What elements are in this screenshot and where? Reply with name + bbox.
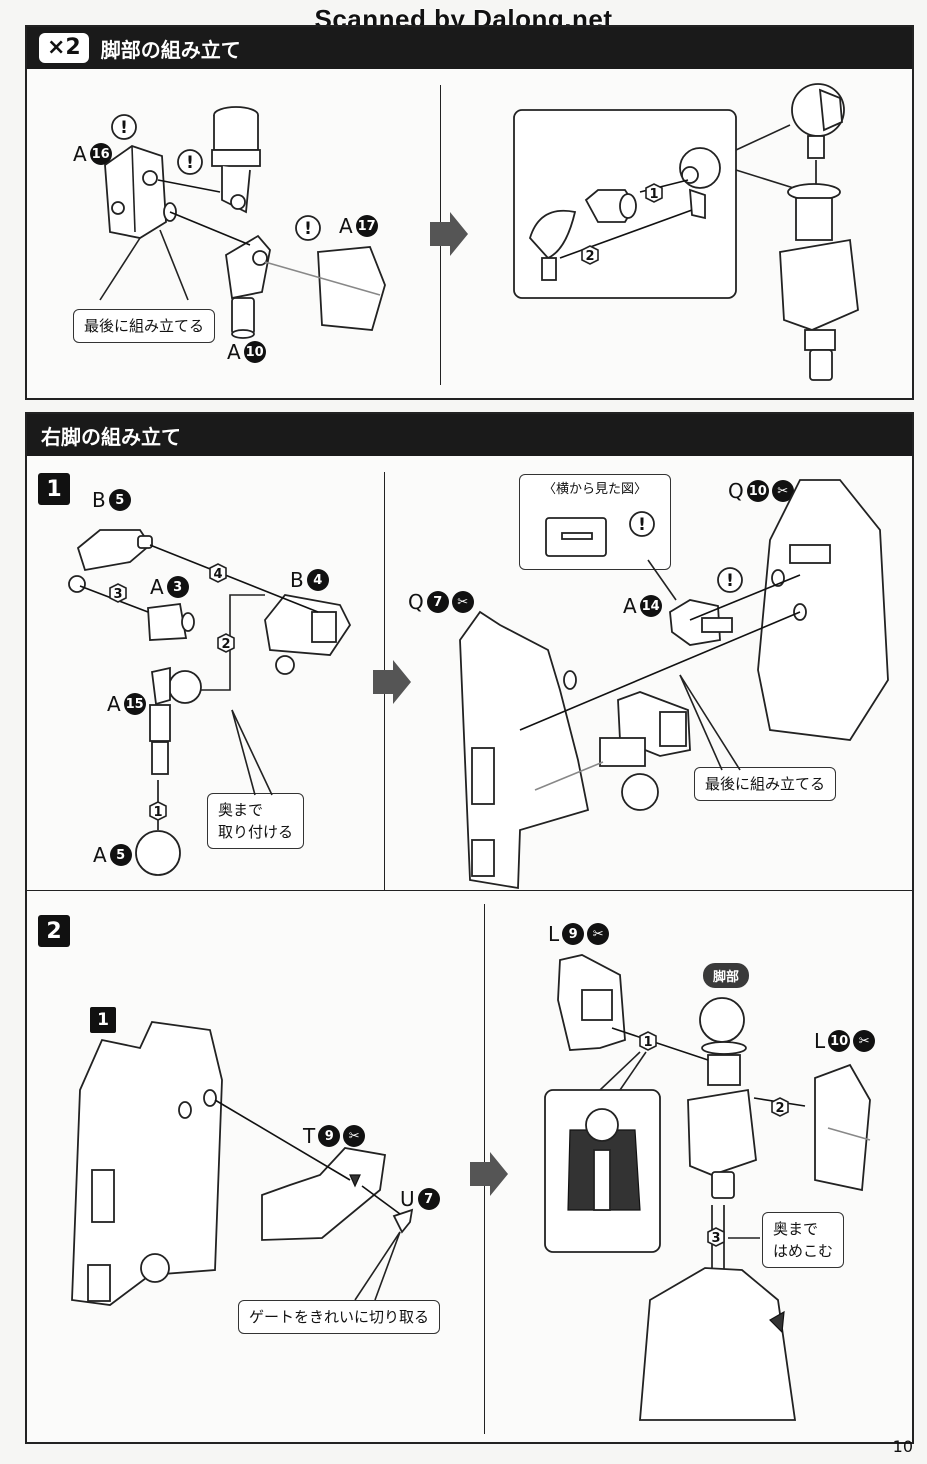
sub-reference-1: 1: [90, 1007, 116, 1033]
part-q10-illustration: [757, 479, 889, 741]
section-leg-assembly: ×2 脚部の組み立て A16 A13 A17 A10 最後に組み立てる A11 …: [25, 25, 914, 400]
note-insert-fully: 奥まで 取り付ける: [207, 793, 305, 849]
svg-text:1: 1: [649, 187, 658, 202]
step-number-2: 2: [38, 915, 70, 947]
section-title: 右脚の組み立て: [41, 424, 181, 449]
step-hex-2: 2: [581, 245, 599, 265]
part-t9-illustration: [261, 1147, 387, 1241]
reference-assembly-illustration: [71, 1021, 223, 1306]
part-b5-illustration: [68, 529, 153, 593]
arrow-right-icon: [470, 1152, 508, 1196]
arrow-right-icon: [430, 212, 468, 256]
page-number: 10: [892, 1437, 913, 1456]
svg-text:4: 4: [213, 567, 222, 582]
exclamation-icon: !: [111, 114, 137, 140]
part-l10-illustration: [814, 1063, 871, 1192]
note-press-fully: 奥まで はめこむ: [762, 1212, 845, 1268]
part-a12-illustration: [528, 209, 577, 281]
cutter-icon: ✂: [343, 1125, 366, 1147]
part-q7-illustration: [459, 610, 590, 890]
svg-text:!: !: [186, 153, 194, 173]
multiplier-badge: ×2: [39, 33, 89, 63]
cutter-icon: ✂: [587, 923, 610, 945]
svg-text:1: 1: [153, 805, 162, 820]
step-hex-3: 3: [707, 1227, 725, 1247]
svg-text:!: !: [638, 515, 646, 535]
cutter-icon: ✂: [451, 591, 474, 613]
step-hex-3: 3: [109, 583, 127, 603]
section-title: 脚部の組み立て: [100, 37, 241, 62]
svg-text:2: 2: [775, 1101, 784, 1116]
svg-text:!: !: [726, 571, 734, 591]
note-assemble-last: 最後に組み立てる: [694, 767, 837, 801]
part-b4-illustration: [264, 594, 352, 675]
part-a14-illustration: [669, 599, 733, 646]
part-a15-illustration: [149, 666, 202, 775]
arrow-right-icon: [373, 660, 411, 704]
part-a3-illustration: [147, 603, 195, 641]
step-hex-1: 1: [645, 183, 663, 203]
svg-text:2: 2: [221, 637, 230, 652]
exclamation-icon: !: [629, 511, 655, 537]
side-view-label: 〈横から見た図〉: [542, 482, 647, 497]
step-separator: [27, 890, 912, 891]
svg-text:1: 1: [643, 1035, 652, 1050]
cutter-icon: ✂: [853, 1030, 876, 1052]
note-cut-gate: ゲートをきれいに切り取る: [238, 1300, 441, 1334]
step-hex-2: 2: [771, 1097, 789, 1117]
svg-text:3: 3: [113, 587, 122, 602]
step-hex-1: 1: [149, 801, 167, 821]
exclamation-icon: !: [177, 149, 203, 175]
section-header: ×2 脚部の組み立て: [27, 27, 912, 69]
assembled-leg-illustration: [779, 83, 859, 381]
part-a16-illustration: [104, 145, 177, 239]
step-hex-1: 1: [639, 1031, 657, 1051]
part-a10-illustration: [225, 234, 271, 339]
cutter-icon: ✂: [771, 480, 794, 502]
part-a13-illustration: [211, 106, 261, 214]
svg-text:3: 3: [711, 1231, 720, 1246]
part-a11-illustration: [679, 147, 721, 220]
leg-part-tag: 脚部: [703, 963, 750, 988]
part-b-subassembly-illustration: [599, 691, 691, 811]
step-number-1: 1: [38, 473, 70, 505]
note-assemble-last: 最後に組み立てる: [73, 309, 216, 343]
step-hex-2: 2: [217, 633, 235, 653]
section-header: 右脚の組み立て: [27, 414, 912, 456]
part-l9-illustration: [557, 954, 626, 1051]
exclamation-icon: !: [295, 215, 321, 241]
leg-assembly-illustration: [687, 997, 757, 1199]
part-u7-illustration: [392, 1208, 414, 1234]
svg-text:!: !: [304, 219, 312, 239]
svg-text:!: !: [120, 118, 128, 138]
part-a5-illustration: [135, 830, 181, 876]
part-a17-illustration: [317, 246, 386, 331]
svg-text:2: 2: [585, 249, 594, 264]
lower-body-illustration: [639, 1267, 797, 1421]
exclamation-icon: !: [717, 567, 743, 593]
step-hex-4: 4: [209, 563, 227, 583]
part-a8-illustration: [584, 189, 637, 223]
